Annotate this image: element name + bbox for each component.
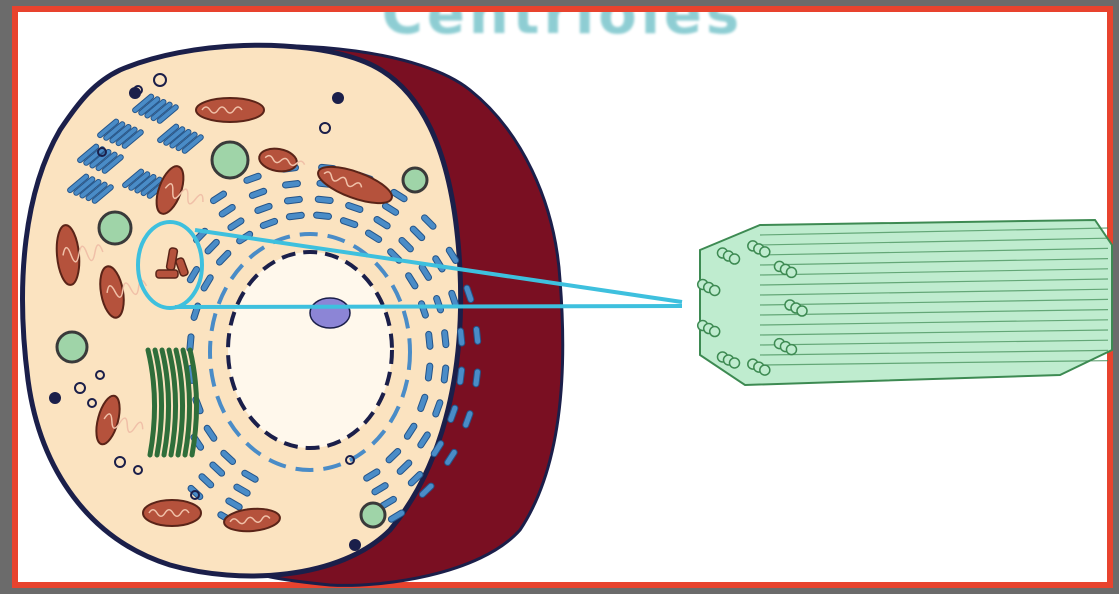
vesicle xyxy=(99,212,131,244)
membrane-notch xyxy=(332,92,344,104)
vesicle xyxy=(212,142,248,178)
vesicle xyxy=(57,332,87,362)
er-segment xyxy=(473,326,481,345)
membrane-notch xyxy=(129,87,141,99)
er-segment xyxy=(441,329,449,348)
mitochondrion xyxy=(143,500,201,526)
er-segment xyxy=(313,212,332,220)
nucleus xyxy=(210,234,410,470)
er-segment xyxy=(425,331,433,350)
nucleolus xyxy=(310,298,350,328)
magnified-centriole xyxy=(698,220,1112,385)
membrane-notch xyxy=(49,392,61,404)
er-segment xyxy=(457,328,465,347)
membrane-notch xyxy=(349,539,361,551)
vesicle xyxy=(403,168,427,192)
mitochondrion xyxy=(196,98,264,122)
vesicle xyxy=(361,503,385,527)
er-segment xyxy=(315,196,334,204)
